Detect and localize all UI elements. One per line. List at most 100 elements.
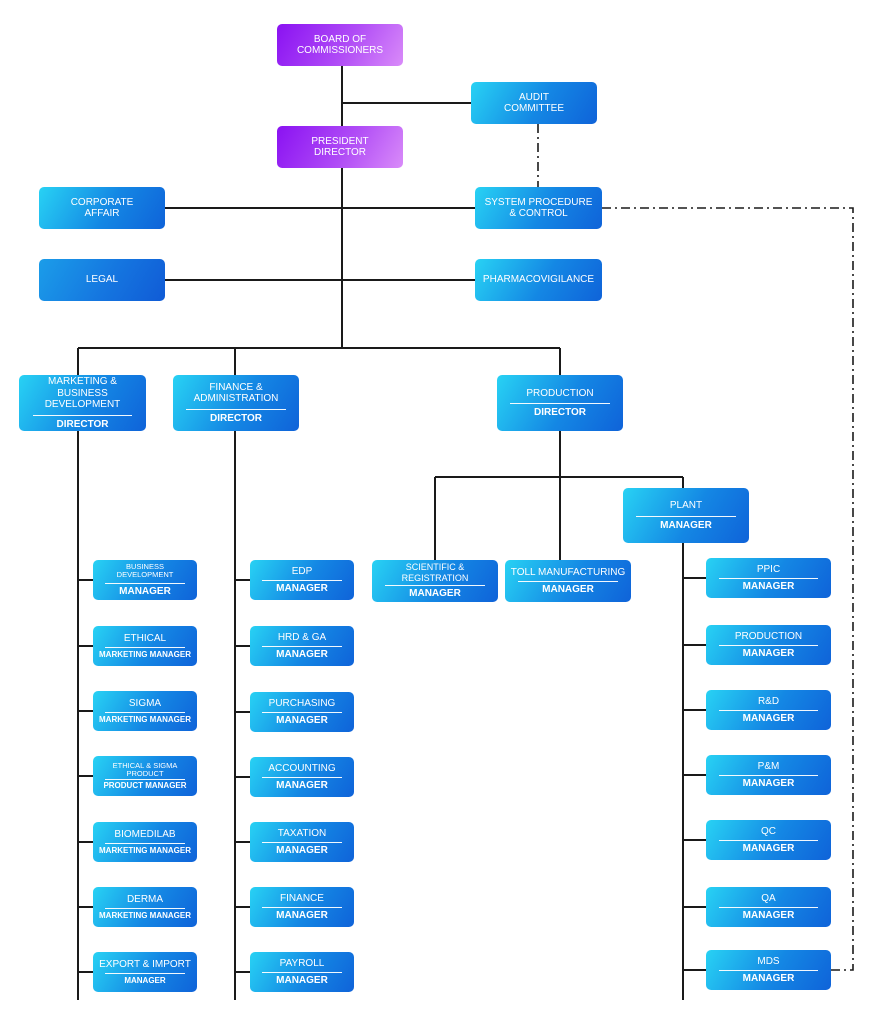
business-development-role: MANAGER — [119, 585, 171, 597]
accounting-role: MANAGER — [276, 780, 328, 791]
qc-box: QC MANAGER — [706, 820, 831, 860]
audit-committee-box: AUDIT COMMITTEE — [471, 82, 597, 124]
biomedilab-box: BIOMEDILAB MARKETING MANAGER — [93, 822, 197, 862]
business-development-box: BUSINESS DEVELOPMENT MANAGER — [93, 560, 197, 600]
business-development-title: BUSINESS DEVELOPMENT — [116, 561, 174, 580]
toll-manufacturing-box: TOLL MANUFACTURING MANAGER — [505, 560, 631, 602]
qa-title: QA — [761, 892, 776, 904]
toll-manufacturing-role: MANAGER — [542, 583, 594, 595]
divider — [385, 585, 485, 587]
qc-role: MANAGER — [742, 843, 795, 854]
plant-manager-box: PLANT MANAGER — [623, 488, 749, 543]
rnd-box: R&D MANAGER — [706, 690, 831, 730]
ethical-sigma-product-role: PRODUCT MANAGER — [103, 780, 187, 790]
qc-title: QC — [761, 825, 776, 837]
corporate-affair-label: CORPORATE AFFAIR — [70, 196, 134, 220]
production-unit-role: MANAGER — [742, 648, 795, 659]
taxation-title: TAXATION — [277, 827, 327, 839]
divider — [104, 647, 186, 649]
pharmacovigilance-label: PHARMACOVIGILANCE — [482, 274, 595, 286]
taxation-box: TAXATION MANAGER — [250, 822, 354, 862]
purchasing-title: PURCHASING — [268, 697, 336, 709]
hrd-ga-box: HRD & GA MANAGER — [250, 626, 354, 666]
ppic-box: PPIC MANAGER — [706, 558, 831, 598]
scientific-registration-role: MANAGER — [409, 588, 461, 600]
divider — [636, 515, 736, 517]
ethical-role: MARKETING MANAGER — [99, 650, 191, 660]
payroll-box: PAYROLL MANAGER — [250, 952, 354, 992]
marketing-director-role: DIRECTOR — [56, 418, 109, 430]
divider — [719, 970, 818, 971]
divider — [719, 840, 818, 841]
sigma-title: SIGMA — [128, 697, 162, 709]
edp-title: EDP — [291, 565, 313, 577]
finance-box: FINANCE MANAGER — [250, 887, 354, 927]
divider — [510, 403, 610, 404]
legal-label: LEGAL — [85, 274, 119, 286]
pnm-role: MANAGER — [742, 778, 795, 789]
export-import-role: MANAGER — [124, 976, 166, 986]
rnd-role: MANAGER — [742, 713, 795, 724]
divider — [104, 778, 186, 780]
divider — [261, 842, 343, 843]
edp-role: MANAGER — [276, 583, 328, 594]
ethical-box: ETHICAL MARKETING MANAGER — [93, 626, 197, 666]
mds-role: MANAGER — [742, 973, 795, 984]
president-director-label: PRESIDENT DIRECTOR — [311, 135, 369, 159]
hrd-ga-title: HRD & GA — [277, 631, 327, 643]
mds-box: MDS MANAGER — [706, 950, 831, 990]
divider — [32, 414, 133, 416]
board-of-commissioners-box: BOARD OF COMMISSIONERS — [277, 24, 403, 66]
divider — [104, 908, 186, 910]
plant-manager-title: PLANT — [669, 500, 703, 511]
divider — [104, 843, 186, 845]
divider — [261, 580, 343, 581]
divider — [261, 712, 343, 713]
accounting-title: ACCOUNTING — [268, 762, 336, 774]
marketing-director-box: MARKETING & BUSINESS DEVELOPMENT DIRECTO… — [19, 375, 146, 431]
plant-manager-role: MANAGER — [660, 519, 712, 531]
scientific-registration-box: SCIENTIFIC & REGISTRATION MANAGER — [372, 560, 498, 602]
production-unit-box: PRODUCTION MANAGER — [706, 625, 831, 665]
derma-box: DERMA MARKETING MANAGER — [93, 887, 197, 927]
divider — [104, 712, 186, 714]
hrd-ga-role: MANAGER — [276, 649, 328, 660]
system-procedure-control-label: SYSTEM PROCEDURE & CONTROL — [484, 196, 593, 220]
ppic-title: PPIC — [756, 563, 781, 575]
taxation-role: MANAGER — [276, 845, 328, 856]
biomedilab-role: MARKETING MANAGER — [99, 846, 191, 856]
production-director-role: DIRECTOR — [533, 407, 587, 418]
ethical-sigma-product-box: ETHICAL & SIGMA PRODUCT PRODUCT MANAGER — [93, 756, 197, 796]
sigma-role: MARKETING MANAGER — [99, 715, 191, 725]
divider — [261, 907, 343, 908]
pnm-title: P&M — [757, 760, 780, 772]
marketing-director-title: MARKETING & BUSINESS DEVELOPMENT — [44, 376, 121, 410]
board-of-commissioners-label: BOARD OF COMMISSIONERS — [296, 33, 384, 57]
legal-box: LEGAL — [39, 259, 165, 301]
production-director-title: PRODUCTION — [526, 387, 594, 399]
finance-director-role: DIRECTOR — [209, 412, 263, 424]
export-import-title: EXPORT & IMPORT — [99, 958, 191, 970]
scientific-registration-title: SCIENTIFIC & REGISTRATION — [401, 562, 469, 583]
corporate-affair-box: CORPORATE AFFAIR — [39, 187, 165, 229]
divider — [719, 907, 818, 908]
divider — [104, 582, 186, 584]
export-import-box: EXPORT & IMPORT MANAGER — [93, 952, 197, 992]
purchasing-role: MANAGER — [276, 715, 328, 726]
biomedilab-title: BIOMEDILAB — [114, 828, 176, 840]
pharmacovigilance-box: PHARMACOVIGILANCE — [475, 259, 602, 301]
qa-role: MANAGER — [742, 910, 795, 921]
toll-manufacturing-title: TOLL MANUFACTURING — [510, 567, 626, 578]
finance-director-title: FINANCE & ADMINISTRATION — [193, 381, 279, 405]
president-director-box: PRESIDENT DIRECTOR — [277, 126, 403, 168]
divider — [261, 972, 343, 973]
production-unit-title: PRODUCTION — [734, 630, 803, 642]
finance-title: FINANCE — [280, 892, 324, 904]
qa-box: QA MANAGER — [706, 887, 831, 927]
derma-role: MARKETING MANAGER — [99, 911, 191, 921]
finance-role: MANAGER — [276, 910, 328, 921]
divider — [719, 775, 818, 776]
purchasing-box: PURCHASING MANAGER — [250, 692, 354, 732]
ethical-sigma-product-title: ETHICAL & SIGMA PRODUCT — [112, 761, 178, 778]
ethical-title: ETHICAL — [123, 632, 167, 644]
